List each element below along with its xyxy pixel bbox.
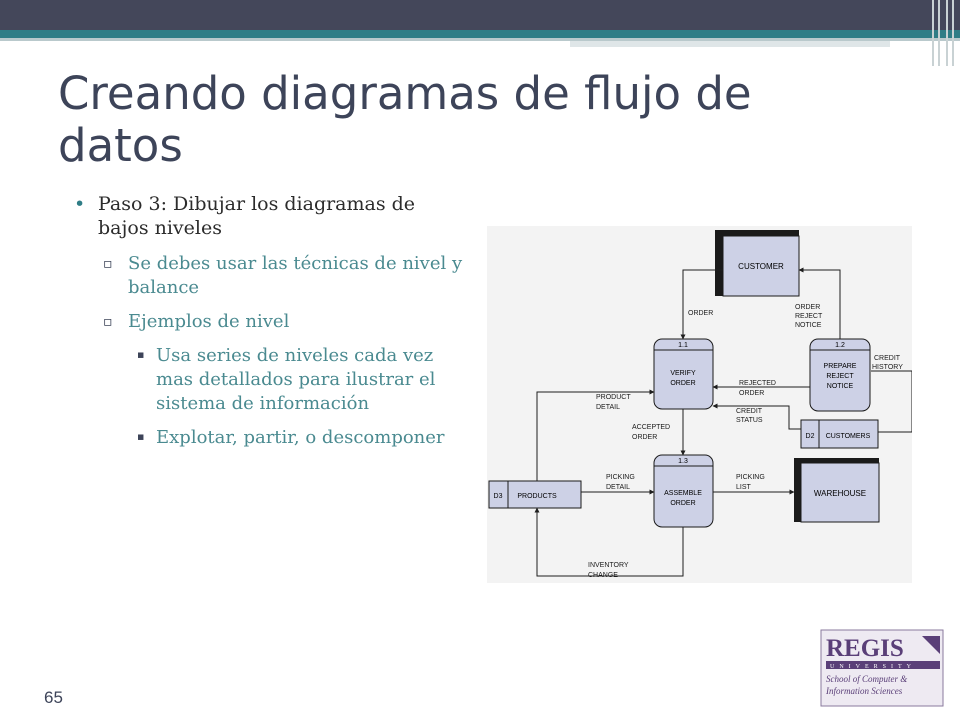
- warehouse-label: WAREHOUSE: [814, 489, 866, 498]
- flow-label: CREDIT: [736, 408, 763, 415]
- regis-university-logo: REGIS UNIVERSITY School of Computer & In…: [820, 629, 944, 707]
- flow-label: PICKING: [606, 474, 635, 481]
- flow-label: DETAIL: [596, 404, 620, 411]
- logo-school-line: School of Computer &: [826, 674, 907, 684]
- flow-label: ORDER: [632, 434, 657, 441]
- process-1-2-line: NOTICE: [827, 383, 854, 390]
- process-1-2-line: PREPARE: [824, 363, 857, 370]
- customers-datastore-id: D2: [806, 433, 815, 440]
- sub-sub-bullet-item: Usa series de niveles cada vez mas detal…: [70, 343, 470, 416]
- process-1-1-line: ORDER: [670, 380, 695, 387]
- corner-decoration: [926, 0, 960, 66]
- products-datastore-name: PRODUCTS: [517, 493, 557, 500]
- bullet-list: Paso 3: Dibujar los diagramas de bajos n…: [70, 192, 470, 460]
- flow-label: LIST: [736, 484, 752, 491]
- header-light-stripe: [570, 41, 890, 47]
- header-accent-stripe: [0, 30, 960, 38]
- customers-datastore-name: CUSTOMERS: [826, 433, 871, 440]
- flow-label: ORDER: [795, 304, 820, 311]
- slide-title: Creando diagramas de flujo de datos: [58, 67, 752, 172]
- process-1-3: 1.3 ASSEMBLE ORDER: [653, 454, 714, 528]
- flow-label: REJECTED: [739, 380, 776, 387]
- process-1-3-id: 1.3: [678, 458, 688, 465]
- flow-label: PICKING: [736, 474, 765, 481]
- sub-bullet-item: Se debes usar las técnicas de nivel y ba…: [70, 252, 470, 300]
- products-datastore: D3 PRODUCTS: [488, 480, 582, 509]
- customer-entity: CUSTOMER: [715, 230, 800, 297]
- flow-label: HISTORY: [872, 364, 903, 371]
- flow-label: INVENTORY: [588, 562, 629, 569]
- process-1-1: 1.1 VERIFY ORDER: [653, 338, 714, 410]
- header-bar: [0, 0, 960, 30]
- logo-university: UNIVERSITY: [830, 664, 916, 670]
- flow-label: PRODUCT: [596, 394, 631, 401]
- bullet-item: Paso 3: Dibujar los diagramas de bajos n…: [70, 192, 470, 240]
- dfd-diagram: CUSTOMER WAREHOUSE 1.1 VERIFY ORDER 1.2 …: [487, 226, 912, 583]
- logo-emblem: [922, 636, 940, 654]
- header-thin-stripe: [0, 38, 960, 41]
- process-1-2-line: REJECT: [826, 373, 854, 380]
- flow-labels: ORDER ORDER REJECT NOTICE CREDIT HISTORY…: [588, 304, 903, 579]
- flow-label: REJECT: [795, 313, 823, 320]
- flow-label: STATUS: [736, 417, 763, 424]
- logo-name: REGIS: [826, 635, 904, 662]
- process-1-2-id: 1.2: [835, 342, 845, 349]
- flow-label: ACCEPTED: [632, 424, 670, 431]
- flow-arrows: [534, 267, 912, 577]
- logo-school-line: Information Sciences: [825, 686, 903, 696]
- sub-sub-bullet-item: Explotar, partir, o descomponer: [70, 425, 470, 450]
- flow-label: ORDER: [688, 310, 713, 317]
- flow-label: DETAIL: [606, 484, 630, 491]
- sub-bullet-item: Ejemplos de nivel: [70, 310, 470, 334]
- customer-label: CUSTOMER: [738, 262, 784, 271]
- flow-label: CHANGE: [588, 572, 618, 579]
- warehouse-entity: WAREHOUSE: [794, 458, 880, 523]
- products-datastore-id: D3: [494, 493, 503, 500]
- flow-label: NOTICE: [795, 322, 822, 329]
- process-1-3-line: ORDER: [670, 500, 695, 507]
- customers-datastore: D2 CUSTOMERS: [800, 419, 879, 449]
- page-number: 65: [44, 688, 63, 707]
- process-1-1-line: VERIFY: [670, 370, 696, 377]
- process-1-1-id: 1.1: [678, 342, 688, 349]
- process-1-3-line: ASSEMBLE: [664, 490, 702, 497]
- process-1-2: 1.2 PREPARE REJECT NOTICE: [809, 338, 871, 412]
- flow-label: ORDER: [739, 390, 764, 397]
- flow-label: CREDIT: [874, 355, 901, 362]
